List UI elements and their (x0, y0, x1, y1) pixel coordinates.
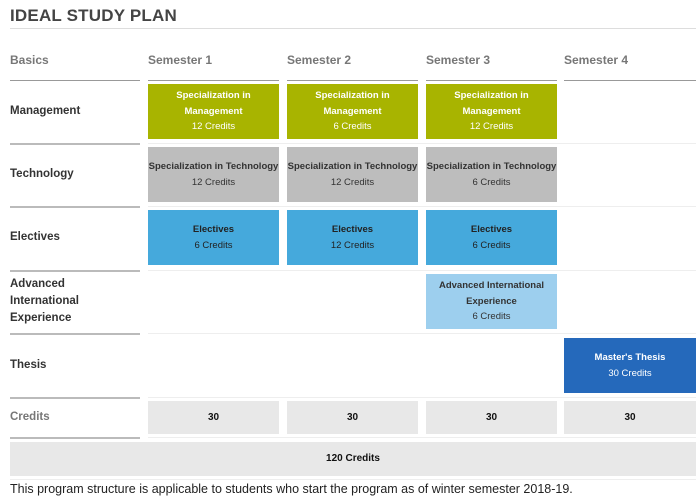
row-divider (10, 143, 140, 145)
header-divider (426, 80, 557, 81)
module-name: Electives (331, 224, 374, 235)
credits-semester-2: 30 (287, 401, 418, 434)
module-name: Specialization in Management (176, 90, 251, 117)
credits-semester-3: 30 (426, 401, 557, 434)
header-divider (564, 80, 696, 81)
module-name: Master's Thesis (594, 352, 666, 363)
module-credits: 12 Credits (330, 176, 375, 188)
module-name: Specialization in Technology (148, 161, 279, 172)
page-title: IDEAL STUDY PLAN (10, 6, 177, 25)
cell-divider (148, 333, 696, 334)
module-credits: 12 Credits (191, 176, 236, 188)
total-credits: 120 Credits (10, 442, 696, 476)
module-name: Advanced International Experience (438, 280, 545, 307)
module-management-s3[interactable]: Specialization in Management 12 Credits (426, 84, 557, 139)
header-semester-3: Semester 3 (426, 53, 491, 67)
module-name: Specialization in Management (315, 90, 390, 117)
row-divider (10, 437, 140, 439)
header-semester-1: Semester 1 (148, 53, 213, 67)
module-technology-s2[interactable]: Specialization in Technology 12 Credits (287, 147, 418, 202)
module-credits: 6 Credits (472, 176, 511, 188)
header-divider (287, 80, 418, 81)
cell-divider (148, 206, 696, 207)
module-credits: 6 Credits (194, 239, 233, 251)
header-divider (10, 80, 140, 81)
cell-divider (148, 437, 696, 438)
row-label-thesis: Thesis (10, 359, 47, 371)
module-electives-s1[interactable]: Electives 6 Credits (148, 210, 279, 265)
module-name: Specialization in Technology (287, 161, 418, 172)
module-electives-s3[interactable]: Electives 6 Credits (426, 210, 557, 265)
module-credits: 6 Credits (472, 311, 511, 323)
row-divider (10, 333, 140, 335)
module-credits: 12 Credits (330, 239, 375, 251)
row-label-international: Advanced International Experience (10, 278, 80, 324)
title-divider (10, 28, 696, 29)
module-electives-s2[interactable]: Electives 12 Credits (287, 210, 418, 265)
module-name: Electives (192, 224, 235, 235)
row-label-electives: Electives (10, 231, 60, 243)
credits-semester-1: 30 (148, 401, 279, 434)
header-divider (148, 80, 279, 81)
module-credits: 12 Credits (191, 121, 236, 133)
module-management-s1[interactable]: Specialization in Management 12 Credits (148, 84, 279, 139)
module-name: Electives (470, 224, 513, 235)
module-credits: 30 Credits (608, 367, 652, 379)
row-label-credits: Credits (10, 411, 50, 423)
module-technology-s1[interactable]: Specialization in Technology 12 Credits (148, 147, 279, 202)
module-thesis-s4[interactable]: Master's Thesis 30 Credits (564, 338, 696, 393)
row-divider (10, 206, 140, 208)
row-label-management: Management (10, 105, 81, 117)
module-name: Specialization in Management (454, 90, 529, 117)
module-international-s3[interactable]: Advanced International Experience 6 Credi… (426, 274, 557, 329)
row-divider (10, 397, 140, 399)
header-semester-4: Semester 4 (564, 53, 629, 67)
footnote: This program structure is applicable to … (10, 482, 573, 496)
credits-semester-4: 30 (564, 401, 696, 434)
module-credits: 6 Credits (333, 121, 372, 133)
row-label-technology: Technology (10, 168, 74, 180)
module-name: Specialization in Technology (426, 161, 557, 172)
module-technology-s3[interactable]: Specialization in Technology 6 Credits (426, 147, 557, 202)
cell-divider (148, 143, 696, 144)
header-basics: Basics (10, 53, 49, 67)
cell-divider (148, 270, 696, 271)
row-divider (10, 270, 140, 272)
header-semester-2: Semester 2 (287, 53, 352, 67)
cell-divider (148, 397, 696, 398)
module-credits: 6 Credits (472, 239, 511, 251)
total-divider (10, 479, 696, 480)
module-credits: 12 Credits (469, 121, 514, 133)
module-management-s2[interactable]: Specialization in Management 6 Credits (287, 84, 418, 139)
